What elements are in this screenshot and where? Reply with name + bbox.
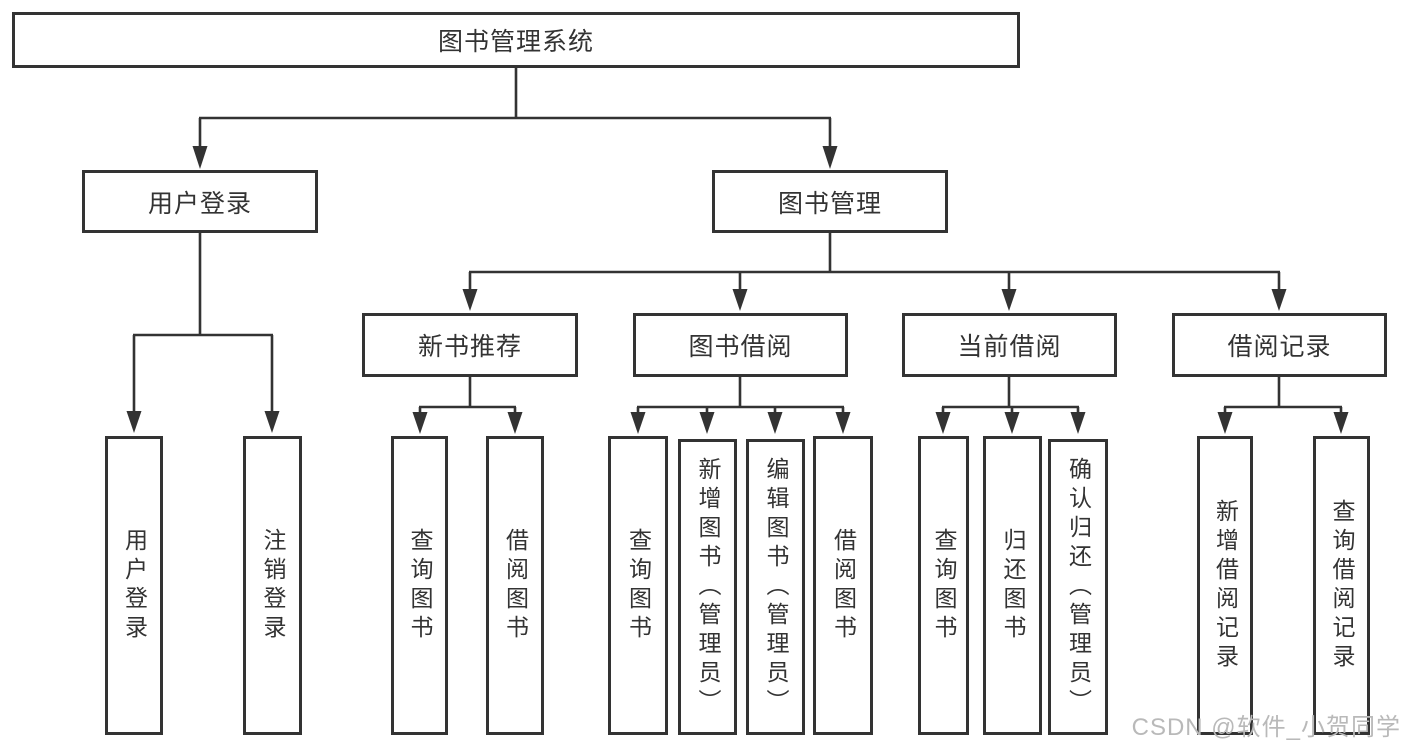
node-label: 编辑图书（管理员） — [763, 456, 789, 718]
node-label: 图书管理 — [777, 189, 882, 218]
node-label: 确认归还（管理员） — [1065, 456, 1092, 718]
node-label: 图书借阅 — [688, 333, 793, 361]
node-label: 借阅记录 — [1227, 333, 1332, 361]
node-book-borrow: 图书借阅 — [633, 313, 848, 377]
leaf-user-login: 用户登录 — [105, 436, 163, 735]
node-label: 当前借阅 — [957, 333, 1062, 361]
node-label: 图书管理系统 — [437, 28, 594, 56]
node-label: 查询借阅记录 — [1329, 498, 1355, 673]
node-label: 新增借阅记录 — [1212, 498, 1239, 673]
node-new-book-recommend: 新书推荐 — [362, 313, 578, 377]
node-label: 注销登录 — [260, 527, 286, 644]
node-user-login: 用户登录 — [82, 170, 318, 233]
leaf-add-borrow-record: 新增借阅记录 — [1197, 436, 1253, 735]
node-label: 借阅图书 — [830, 527, 857, 644]
node-label: 查询图书 — [931, 527, 957, 644]
node-borrow-records: 借阅记录 — [1172, 313, 1387, 377]
node-label: 查询图书 — [625, 527, 652, 644]
node-label: 用户登录 — [147, 189, 252, 218]
leaf-add-books-admin: 新增图书（管理员） — [678, 439, 737, 735]
leaf-confirm-return-admin: 确认归还（管理员） — [1048, 439, 1108, 735]
leaf-query-books-1: 查询图书 — [391, 436, 448, 735]
leaf-return-books: 归还图书 — [983, 436, 1042, 735]
leaf-query-books-2: 查询图书 — [608, 436, 668, 735]
arrowheads — [126, 146, 1349, 434]
node-label: 借阅图书 — [502, 527, 529, 644]
node-label: 归还图书 — [1000, 527, 1026, 644]
node-root-system: 图书管理系统 — [12, 12, 1020, 68]
node-book-management: 图书管理 — [712, 170, 948, 233]
leaf-borrow-books-1: 借阅图书 — [486, 436, 544, 735]
leaf-edit-books-admin: 编辑图书（管理员） — [746, 439, 805, 735]
node-current-borrow: 当前借阅 — [902, 313, 1117, 377]
leaf-query-books-3: 查询图书 — [918, 436, 969, 735]
leaf-logout: 注销登录 — [243, 436, 302, 735]
node-label: 新增图书（管理员） — [695, 456, 721, 718]
node-label: 查询图书 — [407, 527, 433, 644]
leaf-borrow-books-2: 借阅图书 — [813, 436, 873, 735]
node-label: 用户登录 — [121, 527, 148, 644]
node-label: 新书推荐 — [417, 333, 522, 361]
watermark: CSDN @软件_小贺同学 — [1131, 714, 1401, 741]
leaf-query-borrow-record: 查询借阅记录 — [1313, 436, 1370, 735]
